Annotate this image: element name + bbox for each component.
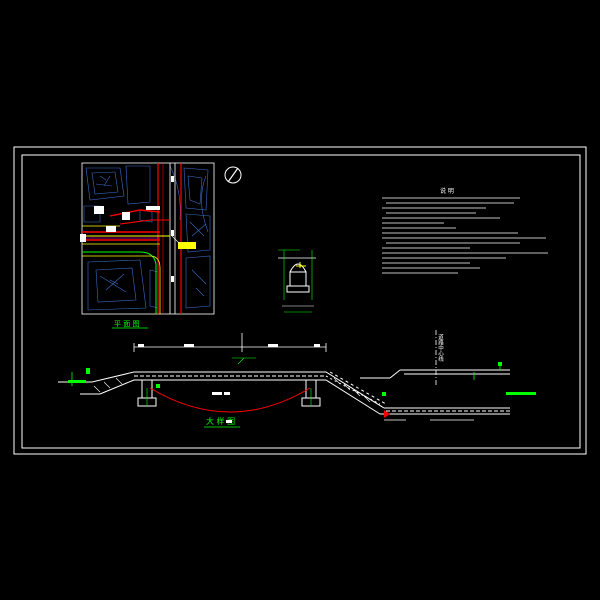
notes-block: 说 明 [382, 187, 548, 274]
elevation-view: 道路中心线 大 样 图 [58, 330, 536, 428]
pipe-profile [58, 369, 510, 415]
inner-frame [21, 154, 581, 449]
road-centerline-label: 道路中心线 [437, 333, 444, 362]
main-road [157, 163, 182, 314]
sag-curve [149, 387, 311, 413]
notes-text-lines [382, 197, 548, 274]
section-detail [278, 249, 316, 313]
crossing-tag [178, 242, 196, 249]
slope-hatch [93, 377, 371, 403]
elevation-view-title: 大 样 图 [206, 416, 235, 426]
north-arrow-icon [224, 166, 242, 184]
pipeline-crossing [80, 206, 196, 314]
notes-title: 说 明 [440, 187, 454, 195]
plan-view-title: 平 面 图 [114, 320, 139, 328]
plan-view-border [81, 162, 215, 315]
plan-view: 平 面 图 [80, 162, 215, 329]
outer-frame [13, 146, 587, 455]
red-marker [384, 410, 390, 418]
